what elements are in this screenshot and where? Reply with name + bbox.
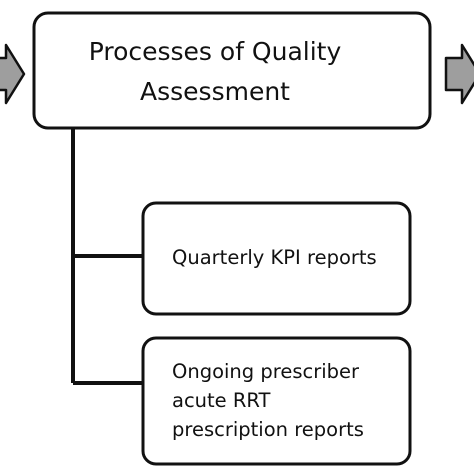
main-box-title-line-1: Processes of Quality xyxy=(88,37,342,66)
main-box-title-line-2: Assessment xyxy=(140,77,290,106)
item-1-line-1: Quarterly KPI reports xyxy=(172,246,377,269)
main-box-title: Processes of Quality Assessment xyxy=(34,32,396,112)
item-1-text: Quarterly KPI reports xyxy=(172,245,412,271)
item-2-line-3: prescription reports xyxy=(172,418,364,441)
left-arrow-icon xyxy=(0,43,26,105)
item-box-1 xyxy=(141,201,412,316)
item-2-line-1: Ongoing prescriber xyxy=(172,360,360,383)
item-2-text: Ongoing prescriber acute RRT prescriptio… xyxy=(172,357,412,444)
right-arrow-icon xyxy=(444,43,474,105)
item-2-line-2: acute RRT xyxy=(172,389,271,412)
item-box-2 xyxy=(141,336,412,466)
main-process-box xyxy=(32,11,432,130)
